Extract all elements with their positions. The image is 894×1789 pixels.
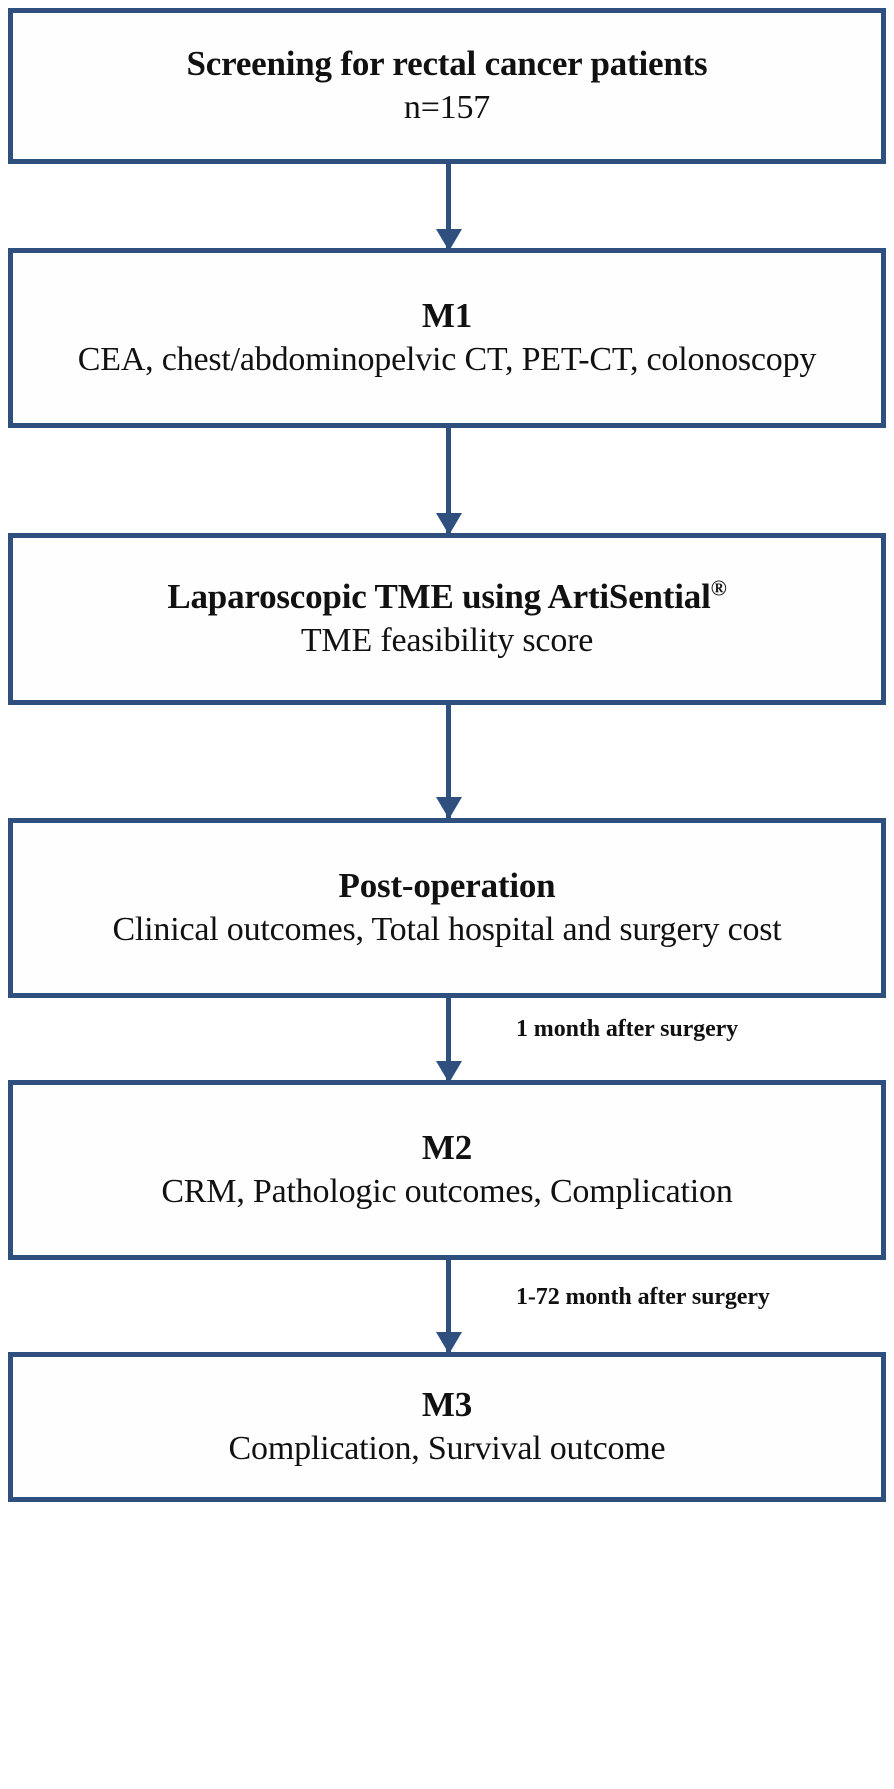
arrowhead-postop-to-m2 bbox=[436, 1061, 462, 1083]
flow-node-m2-subtitle: CRM, Pathologic outcomes, Complication bbox=[161, 1172, 733, 1210]
connector-postop-to-m2 bbox=[446, 998, 451, 1084]
flow-node-m2: M2 CRM, Pathologic outcomes, Complicatio… bbox=[8, 1080, 886, 1260]
flow-node-m3-subtitle: Complication, Survival outcome bbox=[228, 1429, 666, 1467]
flow-node-m1-title: M1 bbox=[421, 295, 473, 335]
flow-node-surgery-title-text: Laparoscopic TME using ArtiSential bbox=[167, 576, 711, 616]
flow-node-screening: Screening for rectal cancer patients n=1… bbox=[8, 8, 886, 164]
flow-node-surgery: Laparoscopic TME using ArtiSential® TME … bbox=[8, 533, 886, 705]
flow-node-m1-subtitle: CEA, chest/abdominopelvic CT, PET-CT, co… bbox=[77, 340, 817, 378]
flow-node-m3-title: M3 bbox=[421, 1384, 473, 1424]
connector-m1-to-surgery bbox=[446, 428, 451, 536]
connector-surgery-to-postop bbox=[446, 705, 451, 820]
flow-node-m3: M3 Complication, Survival outcome bbox=[8, 1352, 886, 1502]
flow-node-surgery-title: Laparoscopic TME using ArtiSential® bbox=[167, 576, 726, 619]
flow-node-post-operation-title: Post-operation bbox=[338, 865, 556, 905]
flow-node-post-operation-subtitle: Clinical outcomes, Total hospital and su… bbox=[112, 910, 782, 948]
registered-trademark-icon: ® bbox=[710, 576, 727, 601]
flow-node-screening-title: Screening for rectal cancer patients bbox=[186, 43, 708, 83]
arrowhead-screening-to-m1 bbox=[436, 229, 462, 251]
connector-m2-to-m3 bbox=[446, 1260, 451, 1355]
flow-node-surgery-subtitle: TME feasibility score bbox=[300, 621, 594, 659]
flow-node-m1: M1 CEA, chest/abdominopelvic CT, PET-CT,… bbox=[8, 248, 886, 428]
arrowhead-m2-to-m3 bbox=[436, 1332, 462, 1354]
edge-label-1-72-month-after-surgery: 1-72 month after surgery bbox=[516, 1284, 770, 1310]
edge-label-1-month-after-surgery: 1 month after surgery bbox=[516, 1016, 739, 1042]
arrowhead-m1-to-surgery bbox=[436, 513, 462, 535]
flow-node-post-operation: Post-operation Clinical outcomes, Total … bbox=[8, 818, 886, 998]
flow-node-m2-title: M2 bbox=[421, 1127, 473, 1167]
flow-node-screening-subtitle: n=157 bbox=[403, 88, 491, 126]
connector-screening-to-m1 bbox=[446, 164, 451, 252]
arrowhead-surgery-to-postop bbox=[436, 797, 462, 819]
